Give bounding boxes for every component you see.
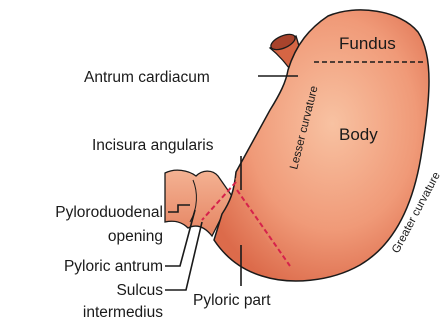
pyloric-antrum-label: Pyloric antrum	[64, 258, 163, 275]
pyloroduodenal-opening-label-1: Pyloroduodenal	[55, 204, 163, 221]
sulcus-intermedius-label-2: intermedius	[83, 304, 163, 321]
pyloroduodenal-opening-label-2: opening	[108, 228, 163, 245]
pyloric-part-label: Pyloric part	[193, 292, 271, 309]
body-label: Body	[339, 125, 378, 144]
incisura-angularis-label: Incisura angularis	[92, 137, 214, 154]
fundus-label: Fundus	[339, 34, 396, 53]
sulcus-intermedius-label-1: Sulcus	[116, 282, 163, 299]
antrum-cardiacum-label: Antrum cardiacum	[84, 69, 210, 86]
